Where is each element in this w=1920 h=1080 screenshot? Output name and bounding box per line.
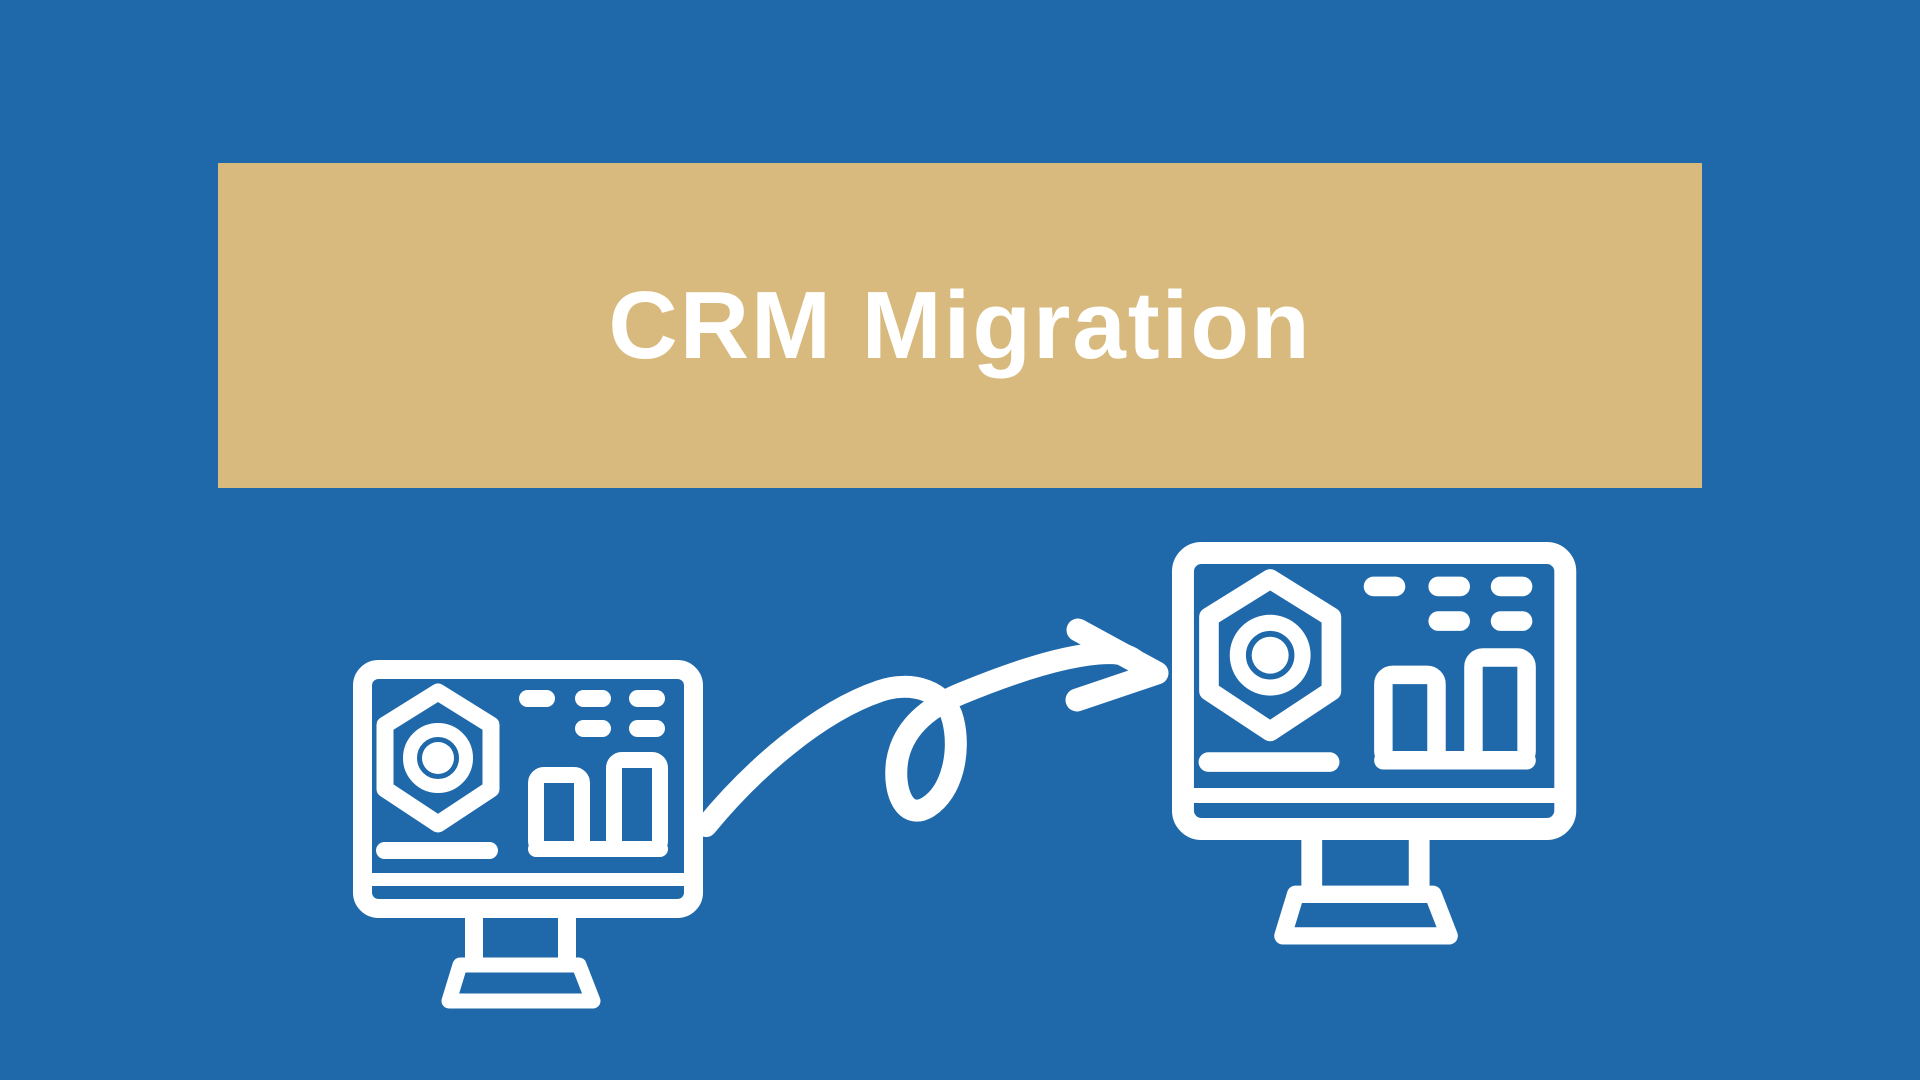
arrow-shaft [695, 642, 1151, 837]
arrow-head [1065, 618, 1169, 712]
title-banner: CRM Migration [218, 163, 1702, 488]
page-title: CRM Migration [608, 271, 1312, 379]
migration-arrow-icon [695, 618, 1169, 837]
target-crm-monitor-icon [1183, 553, 1565, 936]
source-crm-monitor-icon [363, 670, 694, 1002]
